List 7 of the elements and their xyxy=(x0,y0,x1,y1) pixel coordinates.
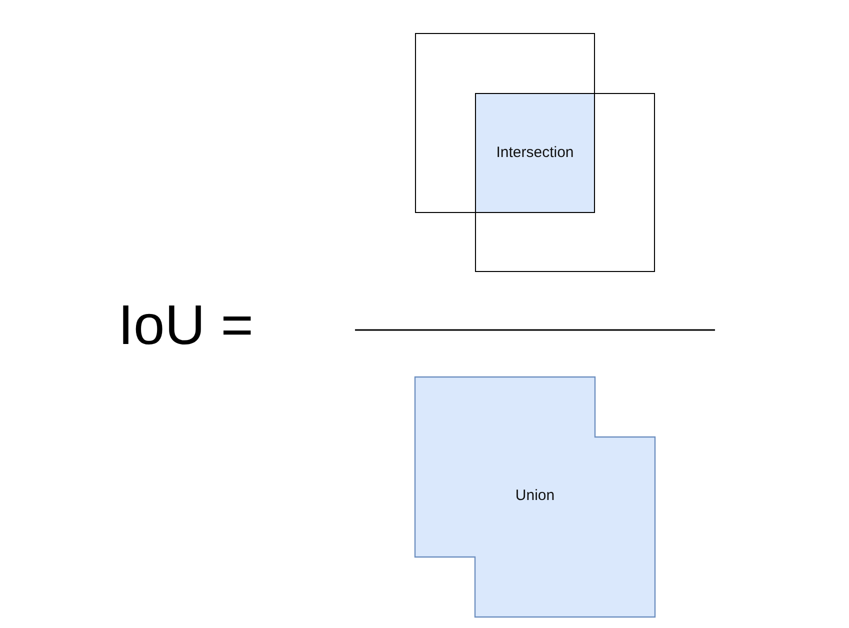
intersection-box xyxy=(475,93,595,213)
formula-text: IoU = xyxy=(118,292,254,357)
square-outline xyxy=(475,93,655,272)
region-label: Intersection xyxy=(495,144,575,161)
region-label: Union xyxy=(514,487,556,504)
union-shape xyxy=(415,377,655,617)
square-outline xyxy=(415,33,595,213)
